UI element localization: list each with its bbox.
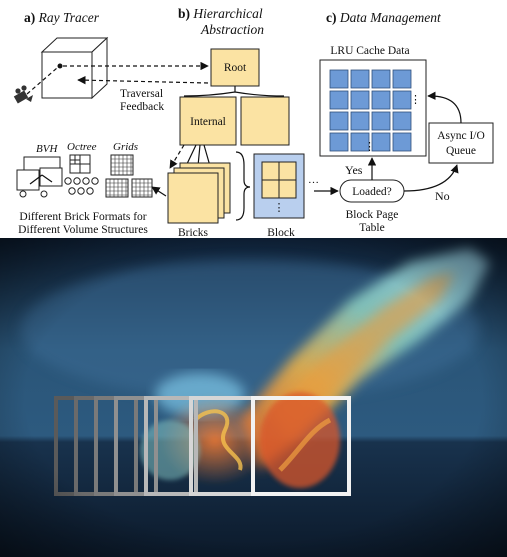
async-label-line2: Queue (446, 145, 476, 157)
panel-a-header: a) Ray Tracer (24, 10, 100, 25)
cache-cell (371, 111, 391, 131)
traversal-label-line2: Feedback (120, 101, 164, 113)
cache-cell (392, 90, 412, 110)
cache-cell (371, 90, 391, 110)
octree-label: Octree (67, 141, 97, 153)
cache-cell (350, 111, 370, 131)
root-brace (183, 86, 285, 97)
bvh-label: BVH (36, 143, 58, 155)
cache-cell (329, 132, 349, 152)
panel-b-letter: b) (178, 6, 190, 21)
panel-c-header: c) Data Management (326, 10, 442, 25)
camera-icon (13, 85, 33, 104)
block-label: Block (267, 227, 295, 239)
yes-label: Yes (345, 163, 363, 177)
octree-icon (64, 154, 99, 195)
panel-c-title: Data Management (339, 10, 442, 25)
root-node (210, 48, 260, 87)
cache-cell (350, 132, 370, 152)
block-page-label-line1: Block Page (346, 209, 399, 221)
panel-b-title-line2: Abstraction (200, 22, 264, 37)
internal-node-sibling (240, 96, 290, 146)
formats-label-line2: Different Volume Structures (18, 224, 148, 236)
grids-label: Grids (113, 141, 138, 153)
traversal-feedback-arrow (77, 75, 209, 85)
cache-cell (392, 69, 412, 89)
panel-c-letter: c) (326, 10, 337, 25)
block-page-label-line2: Table (359, 222, 384, 234)
bvh-icon (16, 156, 63, 198)
panel-a-letter: a) (24, 10, 35, 25)
traversal-label-line1: Traversal (120, 88, 163, 100)
cache-cell (392, 111, 412, 131)
panel-a-title: Ray Tracer (38, 10, 100, 25)
root-label: Root (224, 62, 247, 74)
panel-b-header: b) Hierarchical (178, 6, 263, 21)
lru-ellipsis-v: ⋮ (364, 141, 375, 153)
cache-cell (350, 90, 370, 110)
volume-render (0, 238, 507, 557)
no-arrow (403, 164, 459, 192)
bricks-to-formats-arrow (151, 186, 167, 197)
bricks-stack (167, 162, 231, 224)
cache-cell (329, 90, 349, 110)
lru-ellipsis: ⋮ (410, 94, 421, 106)
panel-b-title-line1: Hierarchical (192, 6, 262, 21)
block-node: ⋮ … (253, 153, 319, 219)
internal-label: Internal (190, 116, 226, 128)
cache-cell (392, 132, 412, 152)
cache-cell (329, 69, 349, 89)
grids-icon (105, 154, 153, 198)
async-label-line1: Async I/O (437, 130, 485, 142)
async-io-queue-box (428, 122, 494, 164)
lru-cache-grid (329, 69, 412, 152)
cache-cell (329, 111, 349, 131)
cache-cell (371, 69, 391, 89)
svg-text:…: … (308, 174, 319, 186)
volume-cube (40, 36, 109, 100)
lru-label: LRU Cache Data (330, 45, 409, 57)
cache-cell (371, 132, 391, 152)
bricks-label: Bricks (178, 227, 209, 239)
no-label: No (435, 189, 450, 203)
formats-label-line1: Different Brick Formats for (19, 211, 146, 223)
queue-to-cache-arrow (427, 91, 462, 124)
loaded-label: Loaded? (352, 186, 392, 198)
cache-cell (350, 69, 370, 89)
bricks-brace (235, 151, 251, 221)
internal-node (179, 96, 237, 146)
internal-to-bricks-arrow (169, 144, 185, 169)
diagram: a) Ray Tracer b) Hierarchical Abstractio… (13, 6, 494, 239)
svg-text:⋮: ⋮ (274, 202, 285, 214)
